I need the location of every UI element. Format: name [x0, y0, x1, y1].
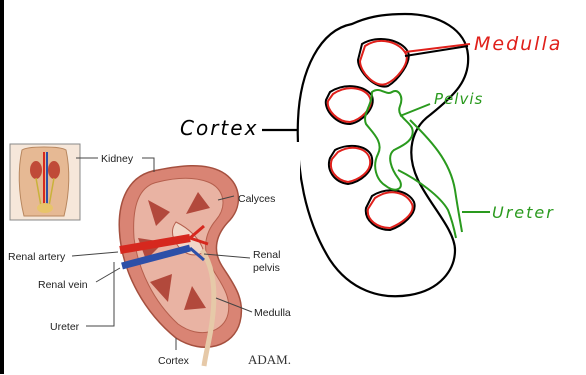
- sketch-ureter-green: [410, 120, 462, 232]
- sketch-kidney-outline: [298, 14, 468, 296]
- label-medulla: Medulla: [254, 307, 291, 319]
- sketch-pelvis-leader: [400, 104, 430, 116]
- label-calyces: Calyces: [238, 193, 275, 205]
- anatomy-diagram-panel: Kidney Calyces Renal artery Renal pelvis…: [8, 142, 300, 370]
- label-kidney: Kidney: [101, 153, 134, 165]
- handwritten-medulla: Medulla: [474, 33, 562, 55]
- handwritten-ureter: Ureter: [492, 203, 555, 222]
- label-cortex: Cortex: [158, 355, 190, 367]
- torso-inset-image: [10, 144, 80, 220]
- adam-logo: ADAM.: [248, 352, 291, 367]
- handwritten-cortex: Cortex: [180, 116, 258, 140]
- label-renal-pelvis-line1: Renal: [253, 249, 280, 261]
- handwritten-pelvis: Pelvis: [434, 90, 483, 108]
- label-renal-pelvis-line2: pelvis: [253, 262, 280, 274]
- label-renal-artery: Renal artery: [8, 251, 66, 263]
- anatomy-diagram: Kidney Calyces Renal artery Renal pelvis…: [8, 142, 300, 370]
- label-ureter: Ureter: [50, 321, 80, 333]
- sketch-pyramids-black: [326, 39, 415, 230]
- kidney-cross-section: [119, 166, 241, 366]
- label-renal-vein: Renal vein: [38, 279, 88, 291]
